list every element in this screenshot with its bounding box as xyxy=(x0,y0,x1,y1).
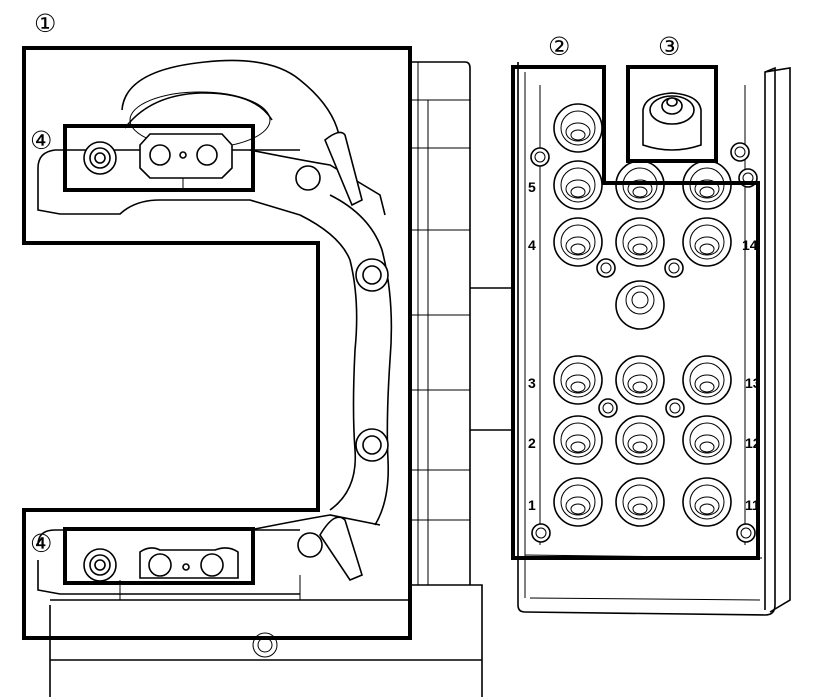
callout-label-4-top: ④ xyxy=(30,126,52,155)
rack-pin xyxy=(531,523,551,543)
rack-number-12: 12 xyxy=(745,435,761,451)
sample-well xyxy=(682,415,732,465)
sample-well xyxy=(682,217,732,267)
rack-number-3: 3 xyxy=(528,375,536,391)
rack-pin xyxy=(664,258,684,278)
callout-label-1: ① xyxy=(34,9,56,38)
sample-well xyxy=(682,477,732,527)
sample-well xyxy=(615,355,665,405)
bottom-holder-parts xyxy=(83,547,239,582)
sample-well xyxy=(553,415,603,465)
callout-box-3 xyxy=(626,65,718,163)
rack-number-14: 14 xyxy=(742,237,758,253)
sample-well xyxy=(682,355,732,405)
callout-box-4-bottom xyxy=(63,527,255,585)
instrument-housing xyxy=(49,61,515,697)
callout-label-3: ③ xyxy=(658,32,680,61)
callout-label-2: ② xyxy=(548,32,570,61)
reagent-cap xyxy=(642,92,702,151)
rack-number-4: 4 xyxy=(528,237,536,253)
sample-positions xyxy=(553,103,732,527)
callout-label-4-bottom: ④ xyxy=(30,529,52,558)
sample-well xyxy=(615,477,665,527)
sample-well xyxy=(553,103,603,153)
rack-number-1: 1 xyxy=(528,497,536,513)
center-well xyxy=(615,280,665,330)
rack-number-11: 11 xyxy=(745,497,760,513)
rack-pin xyxy=(730,142,750,162)
rack-number-2: 2 xyxy=(528,435,536,451)
rack-pin xyxy=(596,258,616,278)
rotor-holder-mechanism xyxy=(37,59,393,600)
sample-well xyxy=(553,477,603,527)
sample-well xyxy=(615,217,665,267)
sample-well xyxy=(553,355,603,405)
callout-box-2 xyxy=(511,65,760,560)
rack-number-5: 5 xyxy=(528,179,536,195)
rack-pin xyxy=(665,398,685,418)
sample-well xyxy=(553,160,603,210)
sample-well xyxy=(553,217,603,267)
rack-pin xyxy=(598,398,618,418)
rack-pin xyxy=(736,523,756,543)
rack-number-13: 13 xyxy=(745,375,761,391)
sample-well xyxy=(615,415,665,465)
top-holder-parts xyxy=(83,133,233,188)
callout-box-4-top xyxy=(63,124,255,192)
rack-pins xyxy=(530,142,758,543)
rack-pin xyxy=(530,147,550,167)
callout-box-1 xyxy=(22,46,412,640)
